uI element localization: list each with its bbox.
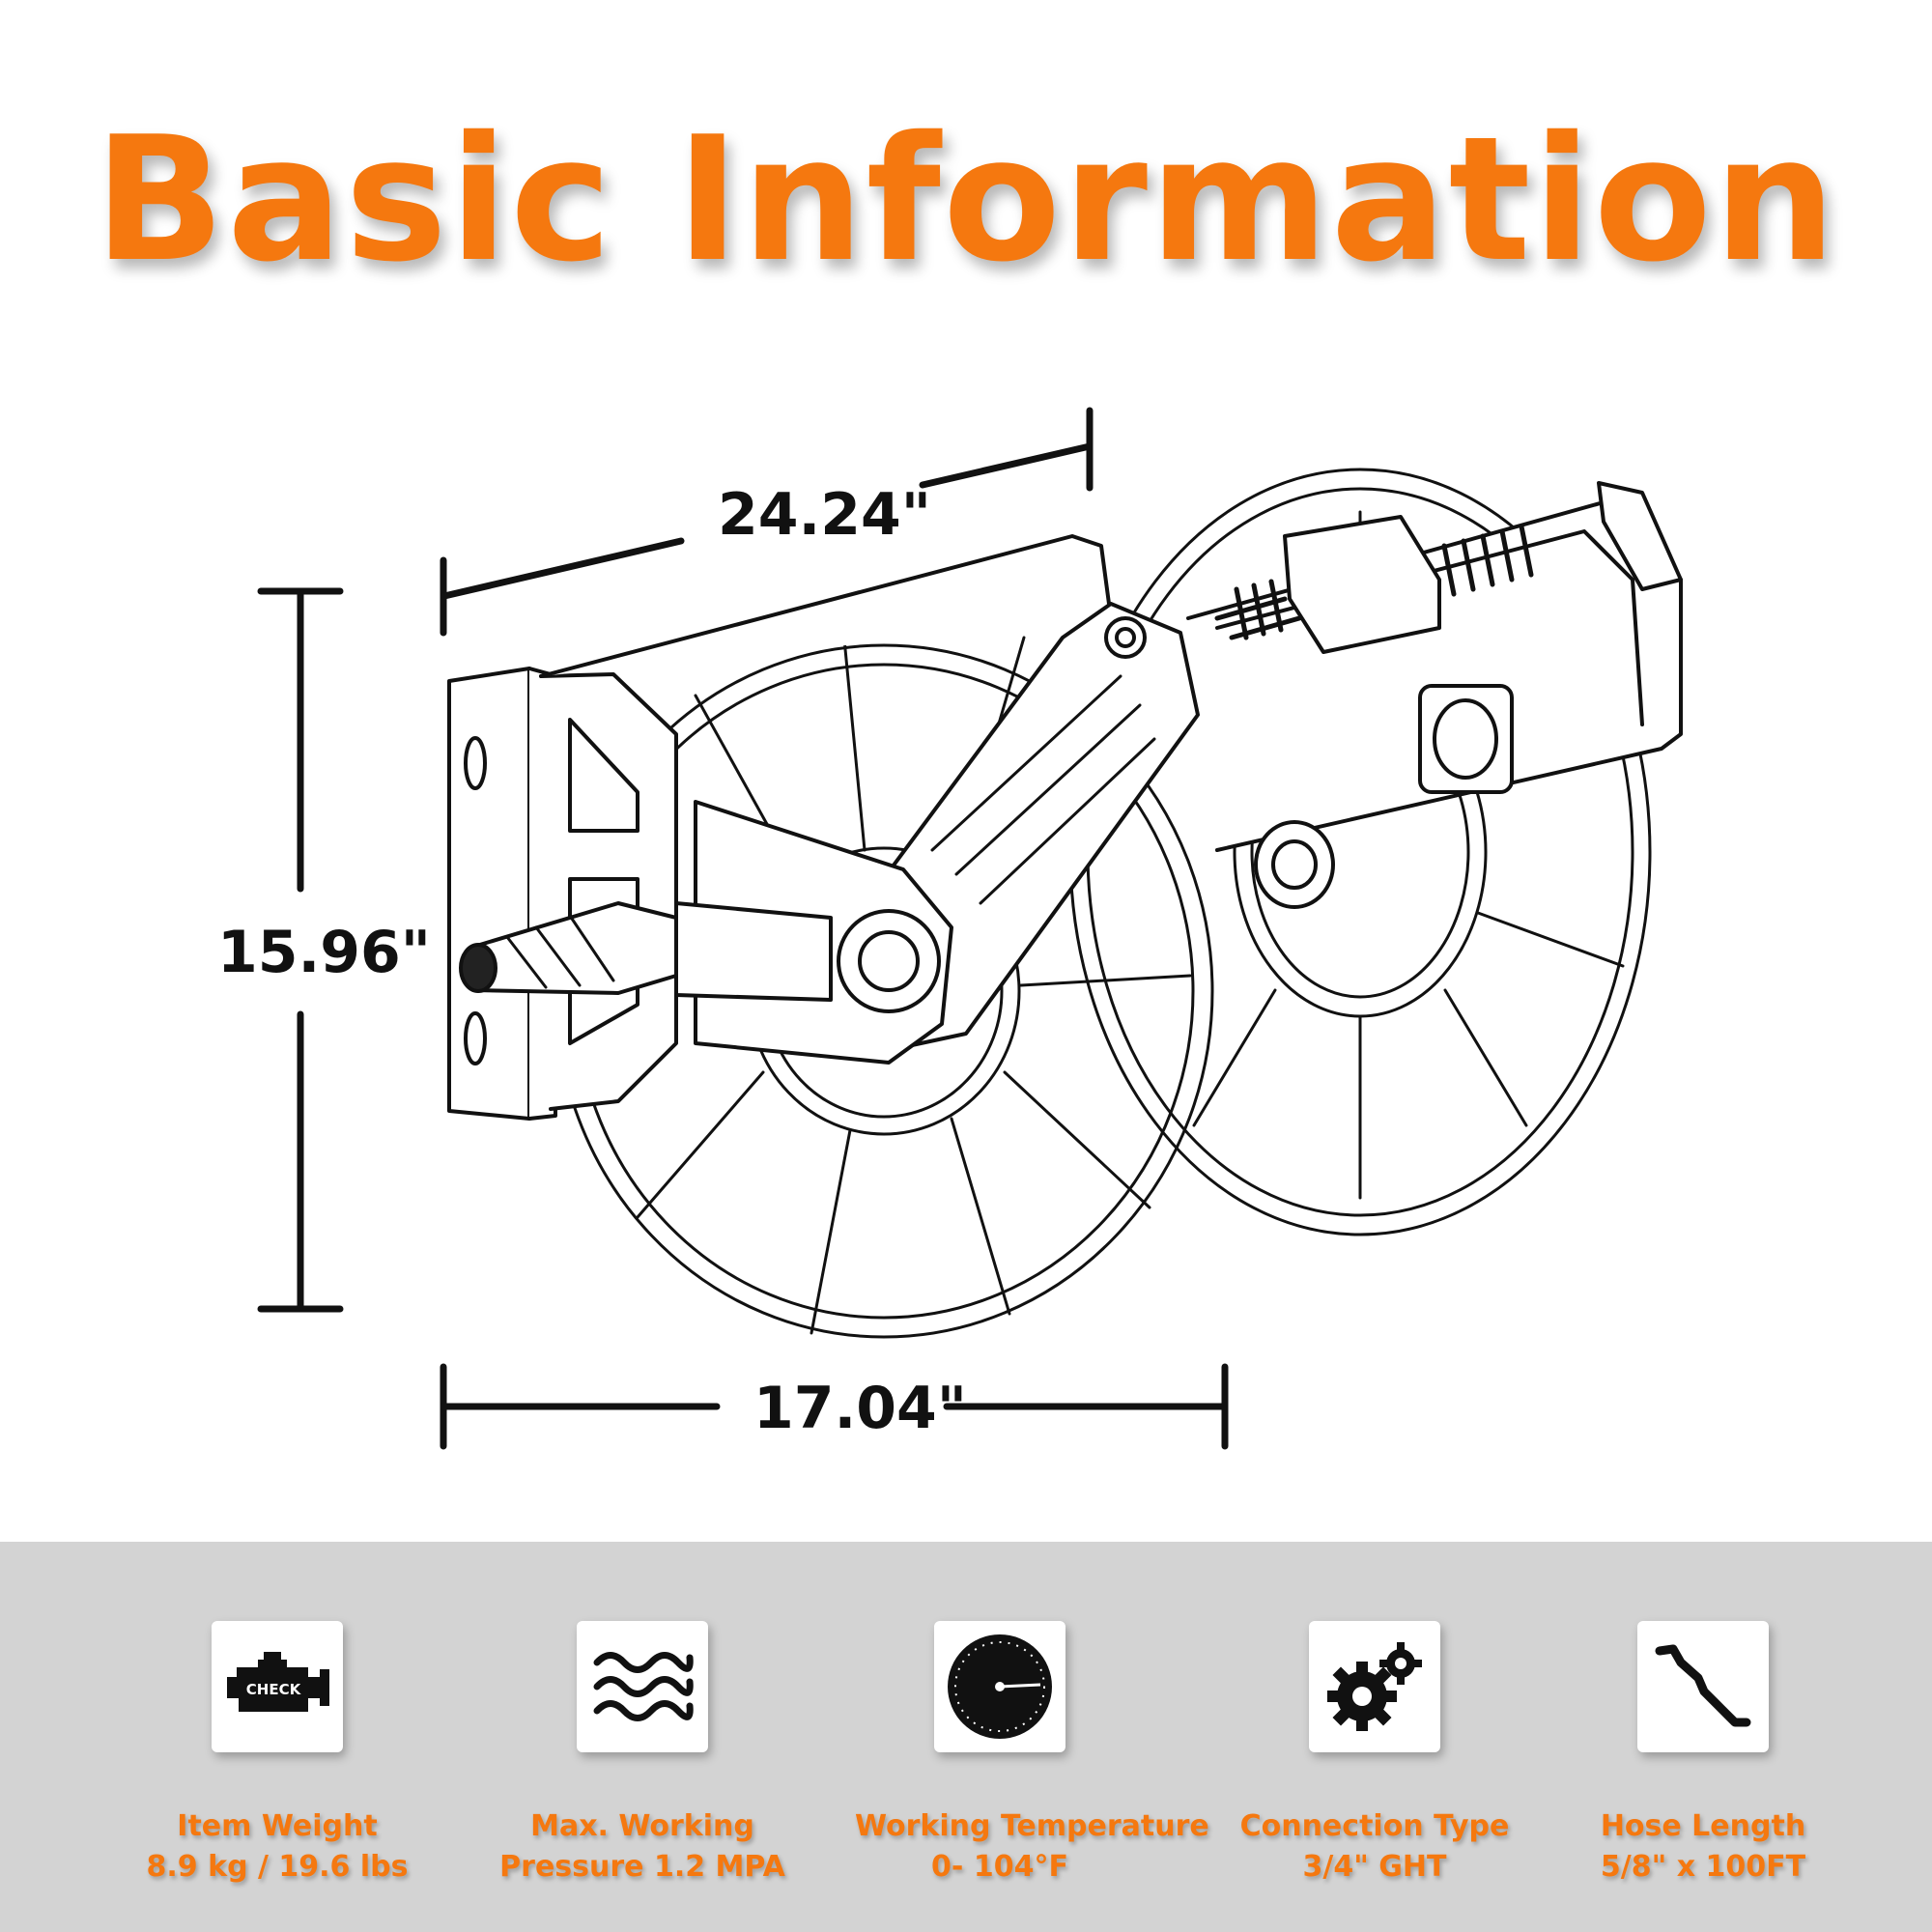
spec-max-pressure: Max. Working Pressure 1.2 MPA	[497, 1621, 787, 1888]
rear-frame	[1186, 481, 1683, 909]
engine-icon-text: CHECK	[246, 1681, 302, 1698]
icon-tile	[1637, 1621, 1769, 1752]
spec-label: Max. Working	[530, 1809, 754, 1843]
spec-working-temperature: Working Temperature 0- 104°F	[855, 1621, 1209, 1888]
icon-tile	[577, 1621, 708, 1752]
icon-tile: CHECK	[212, 1621, 343, 1752]
page-title: Basic Information	[94, 99, 1838, 299]
spec-label: Item Weight	[177, 1809, 378, 1843]
waves-icon	[593, 1652, 694, 1721]
icon-tile	[934, 1621, 1065, 1752]
spec-value: 3/4" GHT	[1302, 1850, 1447, 1884]
height-dimension-label: 15.96"	[217, 919, 432, 986]
spec-connection-type: Connection Type 3/4" GHT	[1230, 1621, 1520, 1888]
spec-value: 5/8" x 100FT	[1600, 1850, 1806, 1884]
gears-icon	[1327, 1642, 1422, 1731]
hose-icon	[1655, 1644, 1751, 1727]
spec-label: Hose Length	[1600, 1809, 1806, 1843]
engine-check-icon: CHECK	[227, 1652, 329, 1712]
spec-label: Working Temperature	[855, 1809, 1209, 1843]
wall-bracket	[447, 534, 1113, 1121]
hose-reel-diagram	[257, 407, 1683, 1450]
gauge-icon	[948, 1634, 1052, 1739]
spring-coil	[1214, 524, 1534, 640]
spec-value: 0- 104°F	[931, 1850, 1068, 1884]
dimension-lines	[257, 407, 1229, 1450]
spec-item-weight: CHECK Item Weight 8.9 kg / 19.6 lbs	[132, 1621, 422, 1888]
spec-label: Connection Type	[1239, 1809, 1510, 1843]
depth-dimension-label: 24.24"	[718, 481, 932, 549]
spec-value: 8.9 kg / 19.6 lbs	[146, 1850, 409, 1884]
crank-handle	[459, 901, 678, 995]
icon-tile	[1309, 1621, 1440, 1752]
crank-arm	[674, 602, 1200, 1065]
width-dimension-label: 17.04"	[753, 1375, 968, 1442]
spec-value: Pressure 1.2 MPA	[499, 1850, 785, 1884]
spec-hose-length: Hose Length 5/8" x 100FT	[1558, 1621, 1848, 1888]
